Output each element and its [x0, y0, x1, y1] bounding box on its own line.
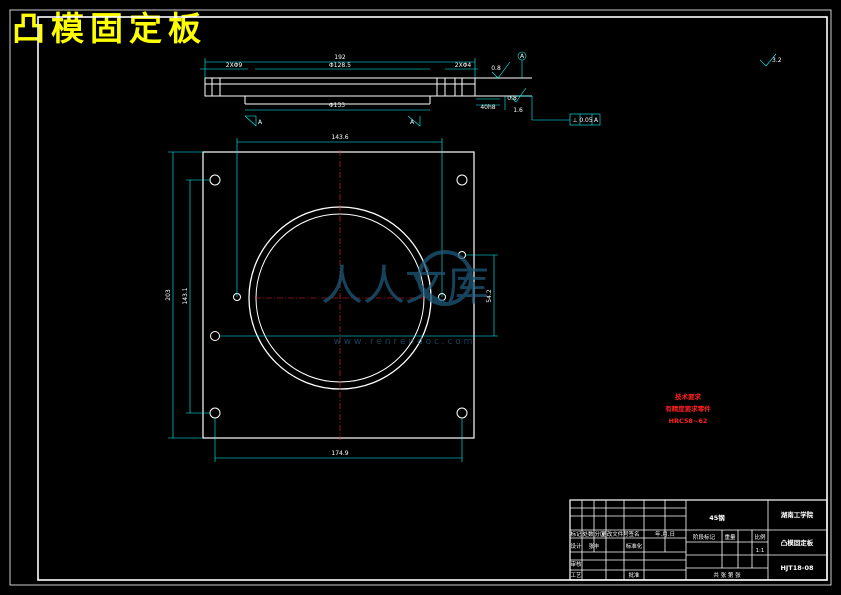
- tb-row1-mark: 标记: [570, 530, 582, 538]
- dim-side: 1.6: [513, 107, 523, 114]
- tb-approve: 批准: [628, 571, 640, 579]
- watermark-brand: 人人文库: [321, 261, 489, 310]
- tb-school: 湖南工学院: [781, 510, 814, 519]
- dim-top-hole-spacing: 143.6: [331, 134, 348, 141]
- notes-line1: 有精度要求零件: [665, 404, 711, 413]
- tb-weight-label: 重量: [724, 533, 736, 541]
- tb-scale: 1:1: [756, 548, 765, 554]
- notes-line2: HRC58~62: [669, 417, 708, 425]
- dim-bore-top: Φ128.5: [329, 62, 351, 69]
- dim-right-offset: 54.2: [486, 289, 493, 303]
- tb-part-name: 凸模固定板: [781, 538, 814, 547]
- tb-designer-name: 张丰: [588, 542, 600, 550]
- datum-label: A: [520, 53, 525, 60]
- tb-row1-change: 更改文件号: [601, 530, 629, 538]
- dim-bore-bottom: Φ133: [329, 102, 345, 109]
- section-outline: [204, 77, 476, 97]
- section-view: [204, 77, 532, 105]
- notes-heading: 技术要求: [675, 392, 702, 401]
- dim-hole-spacing-v: 143.1: [182, 287, 189, 304]
- perpendicularity-icon: ⊥: [572, 117, 577, 124]
- tb-standardize: 标准化: [626, 542, 643, 550]
- dim-hole-right: 2XΦ4: [455, 62, 472, 69]
- section-dimensions: [200, 51, 777, 127]
- tb-review: 审核: [570, 560, 582, 568]
- watermark: 人人文库 w w w . r e n r e n d o c . c o m: [321, 250, 489, 347]
- tolerance-value: 0.05: [579, 117, 593, 124]
- mounting-hole-icon: [209, 407, 221, 419]
- section-mark-right: A: [410, 119, 415, 126]
- tb-drawing-no: HJT18-08: [780, 564, 814, 572]
- mounting-hole-icon: [456, 174, 468, 186]
- outer-border: [9, 9, 832, 586]
- mounting-hole-icon: [210, 331, 220, 341]
- section-mark-left: A: [258, 119, 263, 126]
- tb-row1-sign: 签名: [628, 530, 639, 538]
- dim-overall-height: 203: [165, 289, 172, 301]
- roughness-top: 0.8: [507, 95, 517, 102]
- tb-stage-label: 阶段标记: [693, 533, 716, 541]
- inner-border: [37, 16, 828, 581]
- mounting-hole-icon: [456, 407, 468, 419]
- general-roughness: 3.2: [772, 57, 782, 64]
- mounting-hole-icon: [209, 174, 221, 186]
- plan-dimensions: [168, 138, 498, 462]
- dim-hole-left: 2XΦ9: [226, 62, 243, 69]
- dim-bottom-width: 174.9: [331, 450, 348, 457]
- tb-row1-date: 年.月.日: [655, 530, 675, 538]
- plate-outline: [202, 151, 475, 439]
- tb-designer-label: 设计: [570, 542, 582, 550]
- tb-row1-count: 处数: [582, 530, 594, 538]
- tolerance-datum: A: [594, 117, 599, 124]
- tb-process: 工艺: [570, 572, 582, 579]
- dim-overall-width: 192: [334, 54, 346, 61]
- tb-material: 45钢: [709, 513, 725, 522]
- tb-row1-zone: 分区: [594, 530, 606, 538]
- tb-scale-label: 比例: [754, 533, 766, 541]
- tb-sheet: 共 张 第 张: [713, 571, 741, 579]
- watermark-logo-icon: [417, 250, 473, 306]
- centerlines: [255, 150, 425, 440]
- watermark-url: w w w . r e n r e n d o c . c o m: [334, 337, 473, 347]
- title-block: [569, 499, 828, 581]
- dim-thickness: 40h8: [480, 104, 495, 111]
- flatness-value: 0.8: [491, 65, 501, 72]
